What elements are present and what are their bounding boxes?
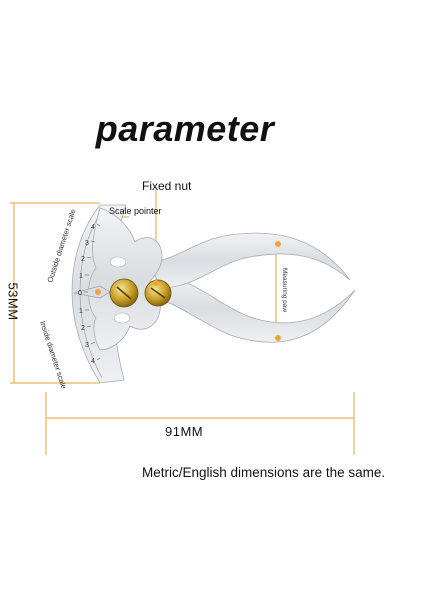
measuring-paw-label: Measuring paw: [281, 268, 288, 312]
left-screw: [109, 278, 139, 308]
height-dimension-label: 53MM: [5, 282, 21, 321]
upper-arm: [149, 232, 351, 289]
tick-label: 2: [81, 325, 85, 332]
tick-label: 0: [78, 290, 82, 297]
tick-label: 3: [85, 342, 89, 349]
tick-label: 2: [81, 256, 85, 263]
page-heading: parameter: [95, 108, 275, 149]
scale-tick-labels: 4 3 2 1 0 1 2 3 4: [78, 224, 95, 365]
width-dimension-label: 91MM: [165, 424, 204, 439]
fixed-nut-label: Fixed nut: [142, 179, 192, 193]
inside-scale-label: Inside diameter scale: [38, 320, 68, 390]
tick-label: 1: [79, 273, 83, 280]
scale-pointer-label: Scale pointer: [109, 206, 162, 216]
paw-marker-bottom: [275, 335, 281, 341]
tick-label: 3: [85, 240, 89, 247]
clover-hole-top: [109, 256, 127, 268]
fixed-nut-screw: [144, 279, 172, 307]
dimensions-note: Metric/English dimensions are the same.: [142, 465, 386, 480]
clover-hole-bottom: [113, 312, 131, 324]
fixed-nut-marker-dot: [153, 280, 159, 286]
lower-arm: [149, 274, 356, 343]
scale-ticks: [84, 223, 101, 361]
tick-label: 1: [79, 308, 83, 315]
pointer-marker-dot: [95, 289, 101, 295]
paw-marker-top: [275, 241, 281, 247]
tick-label: 4: [91, 358, 95, 365]
tick-label: 4: [91, 224, 95, 231]
